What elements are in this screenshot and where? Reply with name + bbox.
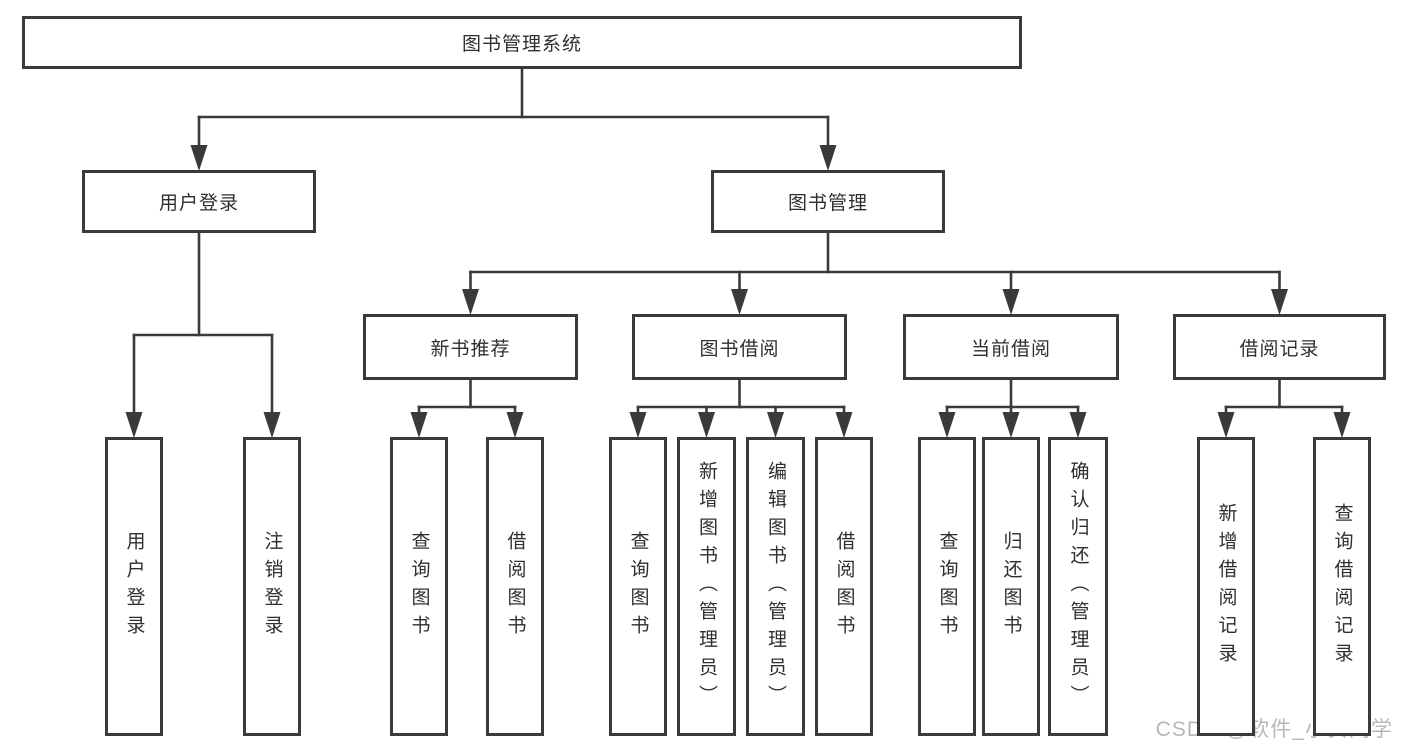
node-label: 新书推荐 (430, 338, 511, 360)
diagram-node-book-borrow: 图书借阅 (632, 314, 847, 380)
node-label: 当前借阅 (970, 338, 1051, 360)
arrowhead-icon (462, 289, 479, 315)
arrowhead-icon (1069, 412, 1087, 438)
diagram-node-root: 图书管理系统 (22, 16, 1022, 69)
diagram-node-leaf-logout: 注销登录 (243, 437, 301, 736)
diagram-node-leaf-user-login: 用户登录 (105, 437, 163, 736)
arrowhead-icon (263, 412, 281, 438)
arrowhead-icon (506, 412, 524, 438)
arrowhead-icon (1271, 289, 1288, 315)
arrowhead-icon (698, 412, 715, 438)
node-label: 查询图书 (936, 530, 958, 643)
diagram-node-leaf-query-book-1: 查询图书 (390, 437, 448, 736)
diagram-node-leaf-borrow-book-1: 借阅图书 (486, 437, 544, 736)
node-label: 新增图书（管理员） (696, 460, 717, 713)
diagram-node-leaf-query-book-3: 查询图书 (918, 437, 976, 736)
diagram-node-leaf-query-book-2: 查询图书 (609, 437, 667, 736)
arrowhead-icon (1002, 289, 1020, 315)
node-label: 查询图书 (627, 530, 649, 643)
arrowhead-icon (125, 412, 143, 438)
arrowhead-icon (819, 145, 837, 171)
node-label: 借阅图书 (504, 530, 526, 643)
node-label: 查询图书 (408, 530, 430, 643)
node-label: 借阅图书 (833, 530, 855, 643)
arrowhead-icon (731, 289, 748, 315)
node-label: 图书管理 (787, 193, 868, 214)
node-label: 新增借阅记录 (1215, 502, 1237, 671)
node-label: 用户登录 (123, 530, 145, 643)
node-label: 归还图书 (1000, 530, 1022, 643)
node-label: 编辑图书（管理员） (765, 460, 786, 713)
node-label: 确认归还（管理员） (1067, 460, 1089, 713)
arrowhead-icon (1333, 412, 1351, 438)
diagram-node-leaf-add-record: 新增借阅记录 (1197, 437, 1255, 736)
node-label: 图书借阅 (699, 338, 780, 360)
arrowhead-icon (767, 412, 784, 438)
diagram-node-leaf-return-book: 归还图书 (982, 437, 1040, 736)
arrowhead-icon (629, 412, 647, 438)
node-label: 查询借阅记录 (1331, 502, 1353, 671)
diagram-node-leaf-edit-book: 编辑图书（管理员） (746, 437, 805, 736)
arrowhead-icon (938, 412, 956, 438)
diagram-node-leaf-query-record: 查询借阅记录 (1313, 437, 1371, 736)
arrowhead-icon (190, 145, 208, 171)
diagram-node-book-mgmt: 图书管理 (711, 170, 945, 233)
arrowhead-icon (1002, 412, 1020, 438)
arrowhead-icon (1217, 412, 1235, 438)
diagram-node-leaf-borrow-book-2: 借阅图书 (815, 437, 873, 736)
node-label: 借阅记录 (1239, 338, 1320, 360)
diagram-node-leaf-confirm-return: 确认归还（管理员） (1048, 437, 1108, 736)
arrowhead-icon (835, 412, 853, 438)
node-label: 用户登录 (158, 193, 239, 214)
diagram-node-current-borrow: 当前借阅 (903, 314, 1119, 380)
diagram-node-leaf-add-book: 新增图书（管理员） (677, 437, 736, 736)
node-label: 图书管理系统 (461, 34, 582, 55)
arrowhead-icon (410, 412, 428, 438)
diagram-node-borrow-records: 借阅记录 (1173, 314, 1386, 380)
diagram-node-new-book-rec: 新书推荐 (363, 314, 578, 380)
diagram-node-user-login: 用户登录 (82, 170, 316, 233)
node-label: 注销登录 (261, 530, 283, 643)
